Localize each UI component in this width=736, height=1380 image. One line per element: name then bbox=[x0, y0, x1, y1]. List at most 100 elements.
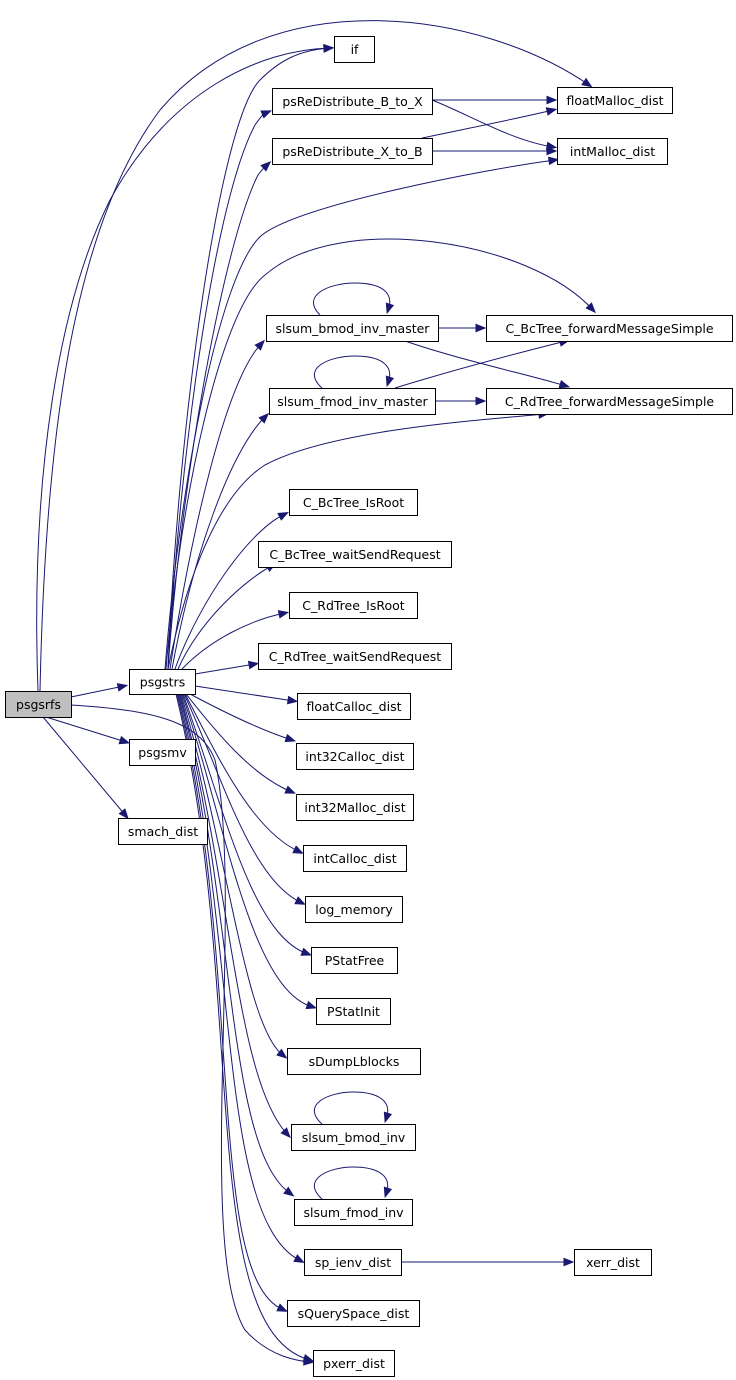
node-box bbox=[258, 643, 452, 670]
node-box bbox=[287, 1048, 421, 1075]
edge-psgsrfs-to-floatMalloc-arrowhead bbox=[581, 77, 593, 88]
edge-psgstrs-to-bmodInv bbox=[179, 693, 289, 1136]
edge-psgsrfs-to-psgstrs-arrowhead bbox=[116, 683, 129, 692]
node-bcRoot[interactable]: C_BcTree_IsRoot bbox=[289, 489, 418, 516]
node-box bbox=[5, 691, 72, 718]
edge-psgstrs-to-bcWait bbox=[177, 564, 274, 670]
edge-psgstrs-to-intCalloc-arrowhead bbox=[292, 845, 304, 854]
node-box bbox=[266, 315, 439, 342]
node-label: intMalloc_dist bbox=[570, 144, 655, 159]
edge-psgstrs-to-intCalloc bbox=[184, 693, 301, 853]
node-box bbox=[118, 818, 208, 845]
node-label: floatCalloc_dist bbox=[306, 699, 401, 714]
node-psgstrs[interactable]: psgstrs bbox=[129, 669, 196, 695]
node-rdFwd[interactable]: C_RdTree_forwardMessageSimple bbox=[486, 388, 733, 415]
edge-psgstrs-to-pxerr-arrowhead bbox=[302, 1353, 315, 1363]
edge-psReX-to-intMalloc-arrowhead bbox=[546, 146, 558, 156]
node-sQuery[interactable]: sQuerySpace_dist bbox=[287, 1300, 420, 1327]
edge-psgstrs-to-logMem bbox=[183, 693, 303, 904]
node-spIenv[interactable]: sp_ienv_dist bbox=[304, 1249, 402, 1276]
node-box bbox=[291, 1124, 416, 1151]
node-label: slsum_bmod_inv_master bbox=[276, 321, 431, 336]
node-label: C_RdTree_waitSendRequest bbox=[269, 649, 442, 664]
node-bcFwd[interactable]: C_BcTree_forwardMessageSimple bbox=[486, 315, 733, 342]
node-label: if bbox=[351, 42, 359, 57]
node-label: sp_ienv_dist bbox=[315, 1255, 391, 1270]
edge-psReX-to-floatMalloc-arrowhead bbox=[545, 107, 558, 116]
node-label: psReDistribute_B_to_X bbox=[282, 94, 423, 109]
node-floatMalloc[interactable]: floatMalloc_dist bbox=[557, 87, 673, 114]
edge-bmodMaster-to-bcFwd-arrowhead bbox=[475, 323, 487, 333]
edge-psgstrs-to-rdRoot-arrowhead bbox=[277, 610, 290, 619]
node-pstatFree[interactable]: PStatFree bbox=[311, 947, 398, 974]
node-label: int32Calloc_dist bbox=[305, 749, 404, 764]
node-int32Malloc[interactable]: int32Malloc_dist bbox=[296, 794, 414, 821]
node-bmodMaster[interactable]: slsum_bmod_inv_master bbox=[266, 315, 439, 342]
node-box bbox=[297, 693, 411, 720]
node-label: sDumpLblocks bbox=[309, 1054, 400, 1069]
node-rdRoot[interactable]: C_RdTree_IsRoot bbox=[289, 592, 418, 619]
edge-bmodMaster-to-bmodMaster-arrowhead bbox=[385, 302, 395, 315]
edge-bmodMaster-to-rdFwd bbox=[404, 340, 567, 387]
edge-psgsrfs-to-smach_dist bbox=[42, 716, 127, 817]
node-bmodInv[interactable]: slsum_bmod_inv bbox=[291, 1124, 416, 1151]
edge-psgstrs-to-intMalloc bbox=[164, 159, 556, 670]
node-int32Calloc[interactable]: int32Calloc_dist bbox=[296, 743, 414, 770]
edge-psgstrs-to-rdRoot bbox=[181, 612, 286, 670]
edge-psgstrs-to-bcFwd-arrowhead bbox=[585, 302, 596, 314]
node-bcWait[interactable]: C_BcTree_waitSendRequest bbox=[258, 541, 452, 568]
node-box bbox=[486, 315, 733, 342]
node-logMem[interactable]: log_memory bbox=[305, 896, 403, 923]
edge-psgstrs-to-spIenv-arrowhead bbox=[293, 1254, 305, 1264]
node-label: intCalloc_dist bbox=[313, 851, 396, 866]
node-psReX[interactable]: psReDistribute_X_to_B bbox=[272, 138, 433, 165]
node-box bbox=[334, 36, 375, 63]
edge-psgstrs-to-psReB bbox=[167, 111, 269, 670]
edge-psgsrfs-to-psgsmv bbox=[45, 716, 127, 743]
node-intMalloc[interactable]: intMalloc_dist bbox=[557, 138, 668, 165]
edge-fmodInv-to-fmodInv-arrowhead bbox=[383, 1186, 393, 1199]
edge-psgstrs-to-psReX-arrowhead bbox=[260, 161, 272, 172]
node-fmodMaster[interactable]: slsum_fmod_inv_master bbox=[269, 388, 436, 415]
edge-psgstrs-to-pstatFree bbox=[182, 693, 309, 955]
node-smach_dist[interactable]: smach_dist bbox=[118, 818, 208, 845]
node-label: psgsmv bbox=[138, 745, 187, 760]
node-label: slsum_fmod_inv_master bbox=[277, 394, 428, 409]
node-psReB[interactable]: psReDistribute_B_to_X bbox=[272, 88, 433, 115]
node-label: psReDistribute_X_to_B bbox=[282, 144, 422, 159]
edge-psgstrs-to-fmodInv-arrowhead bbox=[283, 1186, 295, 1197]
edge-psgsrfs-to-psgstrs bbox=[70, 685, 125, 698]
edge-psgstrs-to-pstatInit bbox=[181, 693, 314, 1008]
node-box bbox=[316, 998, 391, 1025]
node-psgsmv[interactable]: psgsmv bbox=[129, 739, 196, 766]
node-pxerr[interactable]: pxerr_dist bbox=[313, 1350, 395, 1377]
node-fmodInv[interactable]: slsum_fmod_inv bbox=[294, 1199, 413, 1226]
node-rdWait[interactable]: C_RdTree_waitSendRequest bbox=[258, 643, 452, 670]
node-xerr[interactable]: xerr_dist bbox=[574, 1249, 652, 1276]
edge-psgsrfs-to-if bbox=[36, 47, 331, 692]
edge-psgstrs-to-int32Malloc bbox=[185, 693, 293, 793]
node-box bbox=[272, 138, 433, 165]
node-label: C_RdTree_forwardMessageSimple bbox=[505, 394, 715, 409]
nodes-layer: psgsrfs psgstrs psgsmv smach_dist if psReDist… bbox=[5, 36, 733, 1377]
node-label: floatMalloc_dist bbox=[566, 93, 663, 108]
node-pstatInit[interactable]: PStatInit bbox=[316, 998, 391, 1025]
node-label: C_BcTree_waitSendRequest bbox=[269, 547, 440, 562]
edge-psgstrs-to-pstatFree-arrowhead bbox=[300, 947, 313, 956]
node-psgsrfs[interactable]: psgsrfs bbox=[5, 691, 72, 718]
edge-bmodMaster-to-rdFwd-arrowhead bbox=[558, 379, 571, 389]
node-box bbox=[313, 1350, 395, 1377]
edge-psgstrs-to-pstatInit-arrowhead bbox=[305, 1000, 318, 1010]
node-if[interactable]: if bbox=[334, 36, 375, 63]
node-label: pxerr_dist bbox=[323, 1356, 385, 1371]
edge-psgstrs-to-bcRoot-arrowhead bbox=[277, 512, 289, 521]
node-intCalloc[interactable]: intCalloc_dist bbox=[303, 845, 407, 872]
node-label: xerr_dist bbox=[586, 1255, 640, 1270]
node-box bbox=[294, 1199, 413, 1226]
node-sDump[interactable]: sDumpLblocks bbox=[287, 1048, 421, 1075]
node-floatCalloc[interactable]: floatCalloc_dist bbox=[297, 693, 411, 720]
node-label: log_memory bbox=[315, 902, 393, 917]
node-label: sQuerySpace_dist bbox=[298, 1306, 410, 1321]
edge-psgstrs-to-bcFwd bbox=[165, 238, 594, 670]
